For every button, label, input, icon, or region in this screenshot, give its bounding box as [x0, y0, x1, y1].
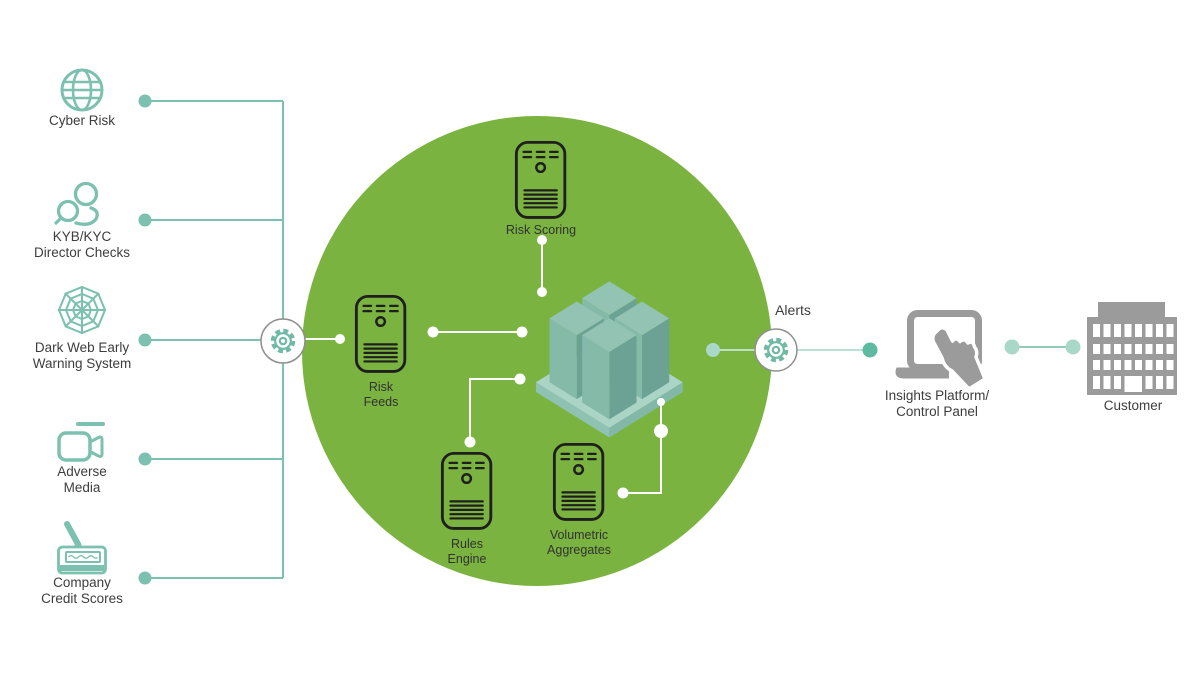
alerts-gear-icon [754, 328, 798, 372]
engine-green-circle [302, 116, 772, 586]
engine-internal-lines [296, 240, 662, 494]
label-insights-platform: Insights Platform/Control Panel [884, 388, 990, 419]
label-cyber-risk: Cyber Risk [48, 113, 115, 128]
person-search-icon [54, 181, 99, 226]
globe-icon [60, 68, 104, 112]
circle-edge-dot [706, 343, 720, 357]
laptop-pointer-icon [895, 310, 987, 391]
source-connector-dots [138, 94, 152, 585]
building-icon [1087, 302, 1177, 395]
customer-line-dot-left [1004, 339, 1020, 355]
ingest-gear-icon [260, 318, 306, 364]
video-camera-icon [57, 422, 105, 462]
label-customer: Customer [1103, 398, 1163, 413]
credit-card-pen-icon [57, 521, 107, 575]
insights-dot [862, 342, 878, 358]
customer-line-dot-right [1065, 339, 1081, 355]
isometric-cube-cluster [535, 281, 683, 438]
label-alerts: Alerts [775, 302, 811, 318]
source-connector-lines [145, 100, 284, 579]
label-risk-scoring: Risk Scoring [505, 223, 577, 237]
spider-web-icon [57, 285, 107, 335]
engine-internal-dots [335, 235, 668, 499]
